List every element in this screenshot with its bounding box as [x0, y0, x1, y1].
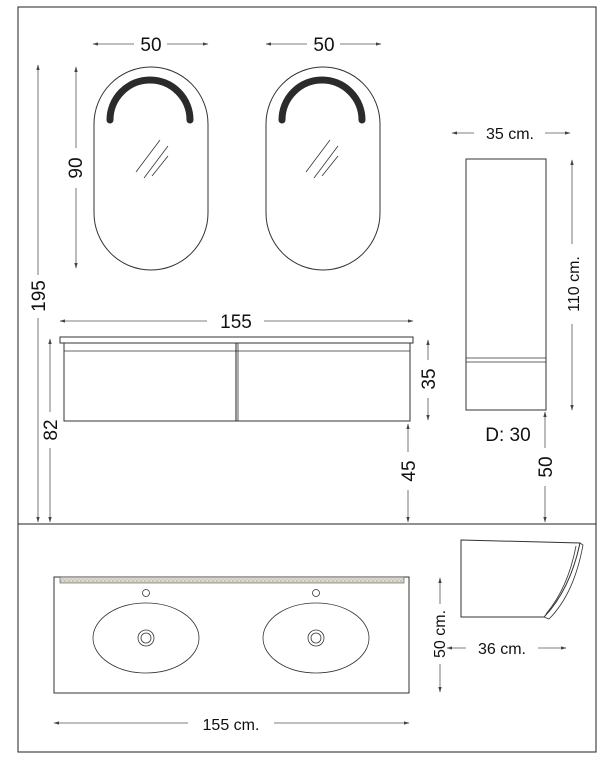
drain-right — [307, 629, 325, 647]
top-view-depth-label: 50 cm. — [432, 610, 449, 658]
mirror-right-glare-line — [321, 155, 339, 177]
mirror-right — [265, 66, 381, 271]
tall-cabinet — [465, 158, 547, 411]
mirror-left-glare-line — [135, 139, 161, 173]
vanity-countertop — [59, 336, 414, 344]
faucet-hole-right — [312, 589, 320, 597]
mirror-left-width-label: 50 — [140, 35, 161, 56]
mirror-right-glare-line — [313, 145, 339, 179]
vanity-body — [63, 342, 411, 422]
mirror-height-label: 90 — [66, 157, 87, 178]
mirror-left-light-arc — [106, 76, 194, 124]
drain-left — [137, 629, 155, 647]
tall-cabinet-height-label: 110 cm. — [566, 256, 583, 312]
tall-cabinet-width-label: 35 cm. — [486, 126, 534, 143]
top-view-width-label: 155 cm. — [203, 717, 260, 734]
top-height-label: 82 — [41, 419, 62, 440]
faucet-hole-left — [142, 589, 150, 597]
mirror-left-glare-line — [143, 145, 169, 179]
countertop-edge — [59, 576, 405, 584]
side-view-depth-label: 36 cm. — [478, 641, 526, 658]
countertop-top-view — [53, 576, 410, 694]
tall-cabinet-wall-height-label: 50 — [536, 456, 557, 477]
basin-right — [262, 602, 370, 674]
mirror-left — [93, 66, 209, 271]
cabinet-height-label: 35 — [419, 368, 440, 389]
mirror-right-glare-line — [305, 139, 331, 173]
wall-height-label: 45 — [399, 460, 420, 481]
basin-left — [92, 602, 200, 674]
mirror-right-light-arc — [278, 76, 366, 124]
tall-cabinet-depth-label: D: 30 — [485, 425, 530, 446]
vanity-cabinet — [59, 336, 414, 422]
overall-height-label: 195 — [29, 280, 50, 312]
vanity-width-label: 155 — [220, 312, 252, 333]
mirror-left-glare-line — [151, 155, 169, 177]
side-view-basin — [460, 539, 584, 620]
outer-border — [17, 6, 597, 753]
mirror-right-width-label: 50 — [313, 35, 334, 56]
